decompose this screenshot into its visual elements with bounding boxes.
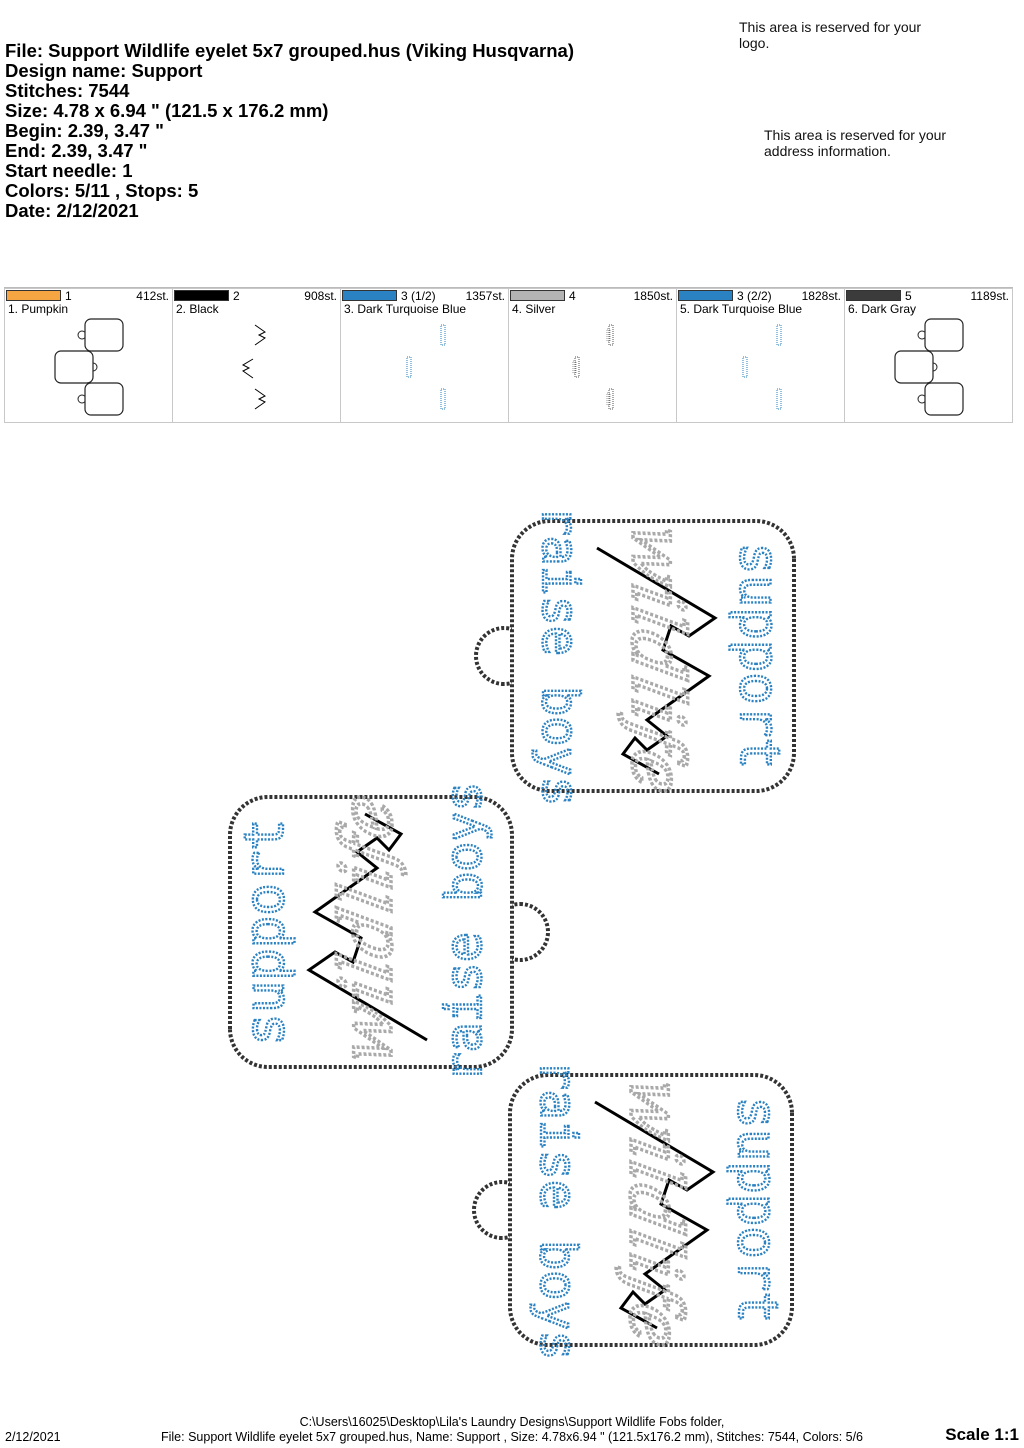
support-text: support — [726, 1096, 789, 1324]
color-cell: 1 412st. 1. Pumpkin — [4, 288, 172, 423]
design-preview: support wildlife raise boys support wildlife… — [228, 504, 796, 1362]
key-fob: support wildlife raise boys — [228, 780, 550, 1084]
color-thumbnail — [241, 324, 266, 410]
raise-boys-text: raise boys — [531, 505, 589, 806]
color-cell: 3 (1/2) 1357st.3. Dark Turquoise Blue — [340, 288, 508, 423]
color-stitch-count: 412st. — [136, 289, 169, 303]
mountain-lines — [594, 1100, 716, 1330]
date-line: Date: 2/12/2021 — [5, 200, 139, 221]
key-fob: support wildlife raise boys — [474, 504, 796, 808]
fob-outline — [228, 795, 514, 1069]
color-cell: 3 (2/2) 1828st.5. Dark Turquoise Blue — [676, 288, 844, 423]
color-stitch-count: 1828st. — [801, 289, 841, 303]
color-thumbnail — [742, 324, 782, 410]
color-number: 3 (2/2) — [737, 289, 772, 303]
color-swatch — [846, 290, 901, 301]
color-name: 6. Dark Gray — [848, 302, 917, 316]
color-stitch-count: 1850st. — [633, 289, 673, 303]
support-text: support — [233, 818, 296, 1046]
color-stitch-count: 1357st. — [465, 289, 505, 303]
color-thumbnail — [54, 318, 124, 416]
color-name: 1. Pumpkin — [8, 302, 69, 316]
start-needle-line: Start needle: 1 — [5, 160, 133, 181]
color-number: 1 — [65, 289, 72, 303]
color-swatch — [510, 290, 565, 301]
wildlife-script-text: wildlife — [326, 787, 409, 1071]
color-stitch-count: 1189st. — [970, 289, 1009, 303]
color-thumbnail-wrap — [529, 317, 657, 421]
address-placeholder-note: This area is reserved for your address i… — [764, 127, 947, 159]
wildlife-script-text: wildlife — [613, 1071, 696, 1355]
file-line: File: Support Wildlife eyelet 5x7 groupe… — [5, 40, 574, 61]
support-text: support — [728, 542, 791, 770]
design-name-line: Design name: Support — [5, 60, 203, 81]
color-name: 4. Silver — [512, 302, 556, 316]
footer-date: 2/12/2021 — [5, 1430, 61, 1444]
key-fob: support wildlife raise boys — [472, 1058, 794, 1362]
design-info: File: Support Wildlife eyelet 5x7 groupe… — [5, 41, 574, 221]
mountain-lines — [306, 812, 428, 1042]
color-thumbnail-wrap — [865, 317, 993, 421]
color-thumbnail-wrap — [697, 317, 825, 421]
wildlife-script-text: wildlife — [615, 517, 698, 801]
color-swatch — [342, 290, 397, 301]
color-number: 3 (1/2) — [401, 289, 436, 303]
color-thumbnail-wrap — [361, 317, 489, 421]
size-line: Size: 4.78 x 6.94 " (121.5 x 176.2 mm) — [5, 100, 329, 121]
color-name: 2. Black — [176, 302, 219, 316]
colors-line: Colors: 5/11 , Stops: 5 — [5, 180, 199, 201]
footer-scale: Scale 1:1 — [945, 1425, 1019, 1444]
fob-outline — [510, 519, 796, 793]
footer-file-summary: File: Support Wildlife eyelet 5x7 groupe… — [160, 1430, 864, 1444]
color-swatch — [678, 290, 733, 301]
raise-boys-text: raise boys — [529, 1059, 587, 1360]
color-number: 2 — [233, 289, 240, 303]
color-thumbnail — [406, 324, 446, 410]
color-swatch — [6, 290, 61, 301]
color-thumbnail-wrap — [25, 317, 153, 421]
mountain-lines — [596, 546, 718, 776]
color-name: 5. Dark Turquoise Blue — [680, 302, 803, 316]
logo-placeholder-note: This area is reserved for your logo. — [739, 19, 922, 51]
color-thumbnail-wrap — [193, 317, 321, 421]
color-swatch — [174, 290, 229, 301]
color-stitch-count: 908st. — [304, 289, 337, 303]
color-name: 3. Dark Turquoise Blue — [344, 302, 467, 316]
color-cell: 4 1850st. 4. Silver — [508, 288, 676, 423]
end-line: End: 2.39, 3.47 " — [5, 140, 148, 161]
footer-folder-path: C:\Users\16025\Desktop\Lila's Laundry De… — [299, 1415, 725, 1429]
color-cell: 5 1189st. 6. Dark Gray — [844, 288, 1013, 423]
raise-boys-text: raise boys — [435, 781, 493, 1082]
color-thumbnail — [894, 318, 964, 416]
color-cell: 2 908st. 2. Black — [172, 288, 340, 423]
color-number: 4 — [569, 289, 576, 303]
fob-outline — [508, 1073, 794, 1347]
color-number: 5 — [905, 289, 912, 303]
color-thumbnail — [572, 324, 614, 410]
stitches-line: Stitches: 7544 — [5, 80, 130, 101]
color-sequence-table: 1 412st. 1. Pumpkin 2 908st. 2. Black 3 (1/2) 1… — [4, 287, 1013, 423]
begin-line: Begin: 2.39, 3.47 " — [5, 120, 164, 141]
